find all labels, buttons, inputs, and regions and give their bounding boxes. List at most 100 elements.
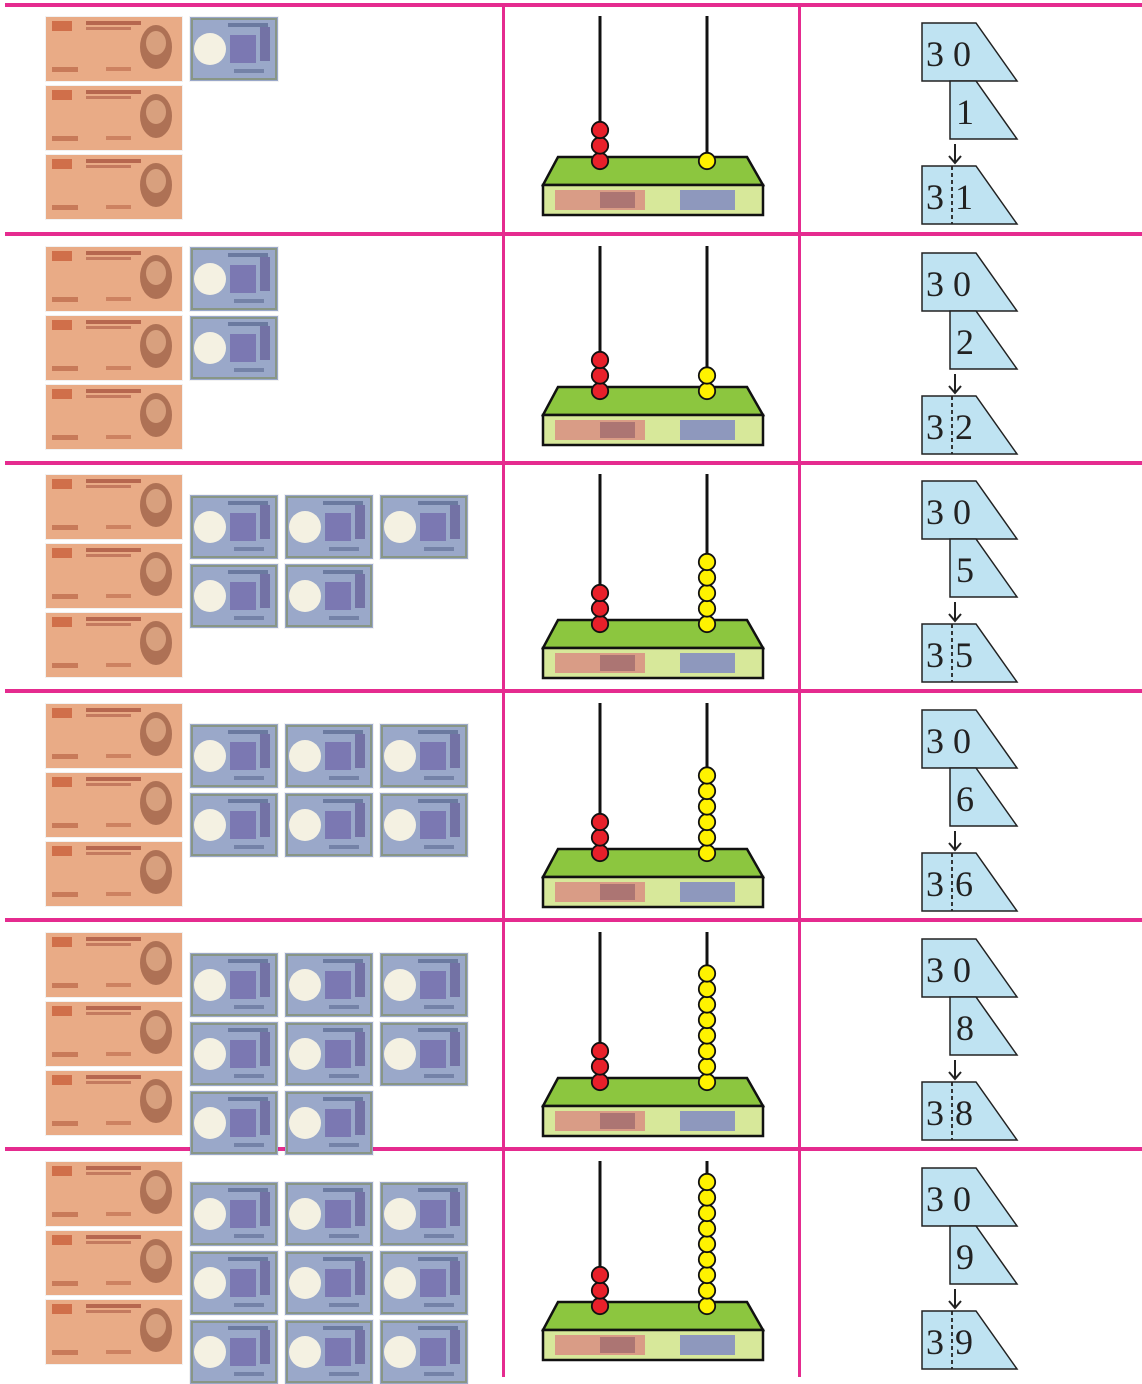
one-rupee-note-icon bbox=[190, 1091, 278, 1155]
abacus-icon bbox=[540, 692, 765, 909]
ones-bead bbox=[699, 767, 715, 783]
ones-bead bbox=[699, 383, 715, 399]
ten-rupee-note-icon bbox=[46, 613, 182, 677]
ten-rupee-note-icon bbox=[46, 933, 182, 997]
one-rupee-note-icon bbox=[190, 953, 278, 1017]
tens-bead bbox=[592, 383, 608, 399]
place-value-cards: 3 0838 bbox=[920, 936, 1020, 1141]
abacus-icon bbox=[540, 463, 765, 680]
ones-bead bbox=[699, 814, 715, 830]
ones-bead bbox=[699, 1174, 715, 1190]
tens-bead bbox=[592, 1058, 608, 1074]
abacus-icon bbox=[540, 921, 765, 1138]
abacus-icon bbox=[540, 5, 765, 217]
ones-bead bbox=[699, 153, 715, 169]
one-rupee-note-icon bbox=[190, 17, 278, 81]
ten-rupee-note-icon bbox=[46, 1002, 182, 1066]
ones-bead bbox=[699, 1058, 715, 1074]
ones-card-text: 1 bbox=[956, 92, 974, 132]
tens-bead bbox=[592, 367, 608, 383]
number-row: 3 0131 bbox=[0, 5, 1142, 231]
place-value-cards: 3 0939 bbox=[920, 1165, 1020, 1370]
ten-rupee-note-icon bbox=[46, 773, 182, 837]
combined-ones-text: 2 bbox=[955, 407, 973, 447]
place-value-cards: 3 0232 bbox=[920, 250, 1020, 455]
ten-rupee-note-icon bbox=[46, 17, 182, 81]
ones-bead bbox=[699, 367, 715, 383]
one-rupee-note-icon bbox=[380, 1022, 468, 1086]
ones-bead bbox=[699, 554, 715, 570]
tens-bead bbox=[592, 352, 608, 368]
ten-rupee-note-icon bbox=[46, 1300, 182, 1364]
ten-rupee-note-icon bbox=[46, 1071, 182, 1135]
ten-rupee-note-icon bbox=[46, 247, 182, 311]
tens-bead bbox=[592, 845, 608, 861]
ones-bead bbox=[699, 1189, 715, 1205]
ones-bead bbox=[699, 1298, 715, 1314]
tens-bead bbox=[592, 1282, 608, 1298]
ten-rupee-note-icon bbox=[46, 842, 182, 906]
one-rupee-note-icon bbox=[285, 1182, 373, 1246]
tens-bead bbox=[592, 616, 608, 632]
ones-bead bbox=[699, 798, 715, 814]
ten-rupee-note-icon bbox=[46, 544, 182, 608]
ten-rupee-note-icon bbox=[46, 704, 182, 768]
ones-bead bbox=[699, 1043, 715, 1059]
ten-rupee-note-icon bbox=[46, 1162, 182, 1226]
one-rupee-note-icon bbox=[285, 1251, 373, 1315]
combined-tens-text: 3 bbox=[926, 1093, 944, 1133]
one-rupee-note-icon bbox=[380, 793, 468, 857]
combined-ones-text: 1 bbox=[955, 177, 973, 217]
ones-bead bbox=[699, 616, 715, 632]
one-rupee-note-icon bbox=[285, 793, 373, 857]
combined-tens-text: 3 bbox=[926, 864, 944, 904]
tens-bead bbox=[592, 829, 608, 845]
ones-bead bbox=[699, 981, 715, 997]
tens-bead bbox=[592, 1298, 608, 1314]
ones-card-text: 2 bbox=[956, 322, 974, 362]
combined-tens-text: 3 bbox=[926, 177, 944, 217]
tens-bead bbox=[592, 585, 608, 601]
one-rupee-note-icon bbox=[380, 1320, 468, 1384]
tens-bead bbox=[592, 600, 608, 616]
one-rupee-note-icon bbox=[285, 1320, 373, 1384]
down-arrow-icon bbox=[949, 144, 961, 163]
ones-bead bbox=[699, 845, 715, 861]
number-row: 3 0535 bbox=[0, 463, 1142, 689]
one-rupee-note-icon bbox=[190, 316, 278, 380]
number-row: 3 0838 bbox=[0, 921, 1142, 1147]
down-arrow-icon bbox=[949, 831, 961, 850]
one-rupee-note-icon bbox=[190, 247, 278, 311]
one-rupee-note-icon bbox=[285, 564, 373, 628]
ones-card-text: 5 bbox=[956, 550, 974, 590]
number-row: 3 0939 bbox=[0, 1150, 1142, 1376]
one-rupee-note-icon bbox=[380, 724, 468, 788]
tens-bead bbox=[592, 1267, 608, 1283]
ones-card-text: 9 bbox=[956, 1237, 974, 1277]
combined-tens-text: 3 bbox=[926, 407, 944, 447]
one-rupee-note-icon bbox=[380, 1182, 468, 1246]
abacus-icon bbox=[540, 1150, 765, 1362]
one-rupee-note-icon bbox=[190, 1320, 278, 1384]
down-arrow-icon bbox=[949, 602, 961, 621]
one-rupee-note-icon bbox=[380, 1251, 468, 1315]
abacus-icon bbox=[540, 235, 765, 447]
ones-bead bbox=[699, 1205, 715, 1221]
ten-rupee-note-icon bbox=[46, 475, 182, 539]
tens-card-text: 3 0 bbox=[926, 264, 971, 304]
ones-bead bbox=[699, 996, 715, 1012]
ones-bead bbox=[699, 1236, 715, 1252]
down-arrow-icon bbox=[949, 374, 961, 393]
one-rupee-note-icon bbox=[380, 495, 468, 559]
down-arrow-icon bbox=[949, 1060, 961, 1079]
ten-rupee-note-icon bbox=[46, 385, 182, 449]
ten-rupee-note-icon bbox=[46, 86, 182, 150]
one-rupee-note-icon bbox=[285, 1022, 373, 1086]
tens-card-text: 3 0 bbox=[926, 1179, 971, 1219]
ones-card-text: 6 bbox=[956, 779, 974, 819]
ten-rupee-note-icon bbox=[46, 316, 182, 380]
tens-card-text: 3 0 bbox=[926, 950, 971, 990]
number-row: 3 0636 bbox=[0, 692, 1142, 918]
